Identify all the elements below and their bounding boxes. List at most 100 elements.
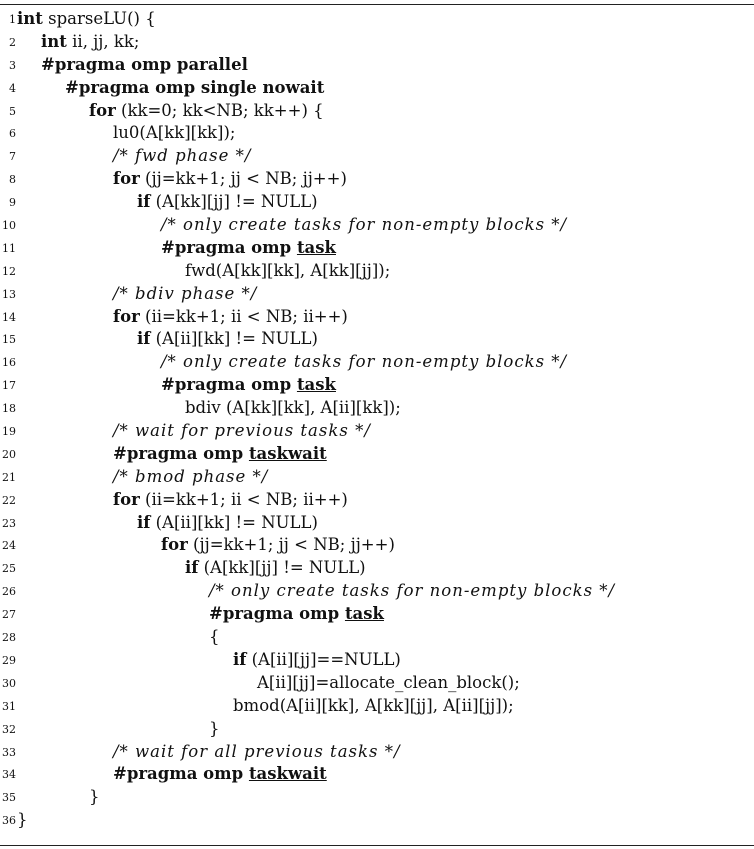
code-text: if (A[kk][jj] != NULL) <box>185 557 366 580</box>
line-number: 4 <box>9 81 16 95</box>
line-number: 16 <box>2 356 16 370</box>
code-token: { <box>209 627 220 647</box>
keyword: if <box>137 329 151 349</box>
line-number: 3 <box>9 58 16 72</box>
code-line: 4 #pragma omp single nowait <box>0 77 754 100</box>
code-text: #pragma omp single nowait <box>65 77 324 100</box>
code-text: #pragma omp parallel <box>41 54 248 77</box>
line-number: 25 <box>2 562 16 576</box>
line-number: 30 <box>2 676 16 690</box>
code-line: 13/* bdiv phase */ <box>0 283 754 306</box>
keyword: #pragma omp <box>113 443 249 463</box>
comment: /* wait for all previous tasks */ <box>113 741 401 761</box>
line-number: 22 <box>2 493 16 507</box>
code-token: bdiv (A[kk][kk], A[ii][kk]); <box>185 398 401 418</box>
line-number: 36 <box>2 814 16 828</box>
code-text: lu0(A[kk][kk]); <box>113 122 236 145</box>
keyword: if <box>137 192 151 212</box>
line-number: 18 <box>2 402 16 416</box>
code-text: /* only create tasks for non-empty block… <box>209 580 615 603</box>
code-line: 17 #pragma omp task <box>0 374 754 397</box>
code-token: sparseLU() { <box>42 9 156 28</box>
line-number: 12 <box>2 264 16 278</box>
line-number: 19 <box>2 425 16 439</box>
code-text: if (A[ii][kk] != NULL) <box>137 328 318 351</box>
code-token: } <box>89 787 100 807</box>
code-line: 25 if (A[kk][jj] != NULL) <box>0 557 754 580</box>
code-text: } <box>89 786 100 809</box>
line-number: 5 <box>9 104 16 118</box>
code-text: /* bdiv phase */ <box>113 283 257 306</box>
code-text: for (jj=kk+1; jj < NB; jj++) <box>113 168 347 191</box>
code-line: 8 for (jj=kk+1; jj < NB; jj++) <box>0 168 754 191</box>
line-number: 27 <box>2 608 16 622</box>
keyword: #pragma omp single nowait <box>65 77 325 97</box>
code-token: (A[ii][kk] != NULL) <box>150 329 318 349</box>
code-line: 34#pragma omp taskwait <box>0 763 754 786</box>
code-token: (A[ii][jj]==NULL) <box>246 649 401 669</box>
line-number: 7 <box>9 150 16 164</box>
code-text: #pragma omp task <box>161 374 336 397</box>
code-token: (A[ii][kk] != NULL) <box>150 512 318 532</box>
keyword: #pragma omp <box>161 237 297 257</box>
line-number: 1 <box>9 13 16 26</box>
line-number: 29 <box>2 653 16 667</box>
code-text: #pragma omp taskwait <box>113 443 327 466</box>
comment: /* wait for previous tasks */ <box>113 421 371 441</box>
code-line: 32} <box>0 718 754 741</box>
code-token: } <box>17 810 28 830</box>
code-line: 5 for (kk=0; kk<NB; kk++) { <box>0 100 754 123</box>
code-token: (ii=kk+1; ii < NB; ii++) <box>139 306 348 326</box>
keyword: int <box>17 9 43 28</box>
omp-clause: task <box>296 237 336 257</box>
code-line: 20#pragma omp taskwait <box>0 443 754 466</box>
comment: /* only create tasks for non-empty block… <box>161 215 568 235</box>
code-text: /* wait for all previous tasks */ <box>113 741 401 764</box>
comment: /* only create tasks for non-empty block… <box>209 581 616 601</box>
code-text: { <box>209 626 220 649</box>
keyword: for <box>113 306 140 326</box>
line-number: 6 <box>9 127 16 141</box>
code-line: 19 /* wait for previous tasks */ <box>0 420 754 443</box>
code-line: 18 bdiv (A[kk][kk], A[ii][kk]); <box>0 397 754 420</box>
code-token: lu0(A[kk][kk]); <box>113 123 236 143</box>
keyword: int <box>41 31 67 51</box>
code-text: /* fwd phase */ <box>113 145 251 168</box>
code-token: A[ii][jj]=allocate_clean_block(); <box>257 672 520 692</box>
line-number: 9 <box>9 196 16 210</box>
line-number: 8 <box>9 173 16 187</box>
code-line: 35} <box>0 786 754 809</box>
comment: /* fwd phase */ <box>113 146 252 166</box>
code-line: 12 fwd(A[kk][kk], A[kk][jj]); <box>0 260 754 283</box>
keyword: #pragma omp <box>209 604 345 624</box>
code-text: /* bmod phase */ <box>113 466 268 489</box>
code-text: for (ii=kk+1; ii < NB; ii++) <box>113 489 348 512</box>
code-token: fwd(A[kk][kk], A[kk][jj]); <box>185 260 391 280</box>
comment: /* bdiv phase */ <box>113 283 258 303</box>
code-text: for (kk=0; kk<NB; kk++) { <box>89 100 324 123</box>
line-number: 31 <box>2 699 16 713</box>
code-line: 33/* wait for all previous tasks */ <box>0 741 754 764</box>
code-line: 7 /* fwd phase */ <box>0 145 754 168</box>
code-text: int ii, jj, kk; <box>41 31 139 54</box>
code-token: ii, jj, kk; <box>66 31 140 51</box>
line-number: 35 <box>2 791 16 805</box>
keyword: for <box>113 169 140 189</box>
code-line: 11#pragma omp task <box>0 237 754 260</box>
line-number: 17 <box>2 379 16 393</box>
code-text: #pragma omp taskwait <box>113 763 327 786</box>
code-text: } <box>209 718 220 741</box>
keyword: for <box>113 489 140 509</box>
omp-clause: taskwait <box>248 764 327 784</box>
line-number: 32 <box>2 722 16 736</box>
code-line: 27 #pragma omp task <box>0 603 754 626</box>
code-line: 6 lu0(A[kk][kk]); <box>0 122 754 145</box>
code-line: 26/* only create tasks for non-empty blo… <box>0 580 754 603</box>
code-text: #pragma omp task <box>209 603 384 626</box>
line-number: 14 <box>2 310 16 324</box>
